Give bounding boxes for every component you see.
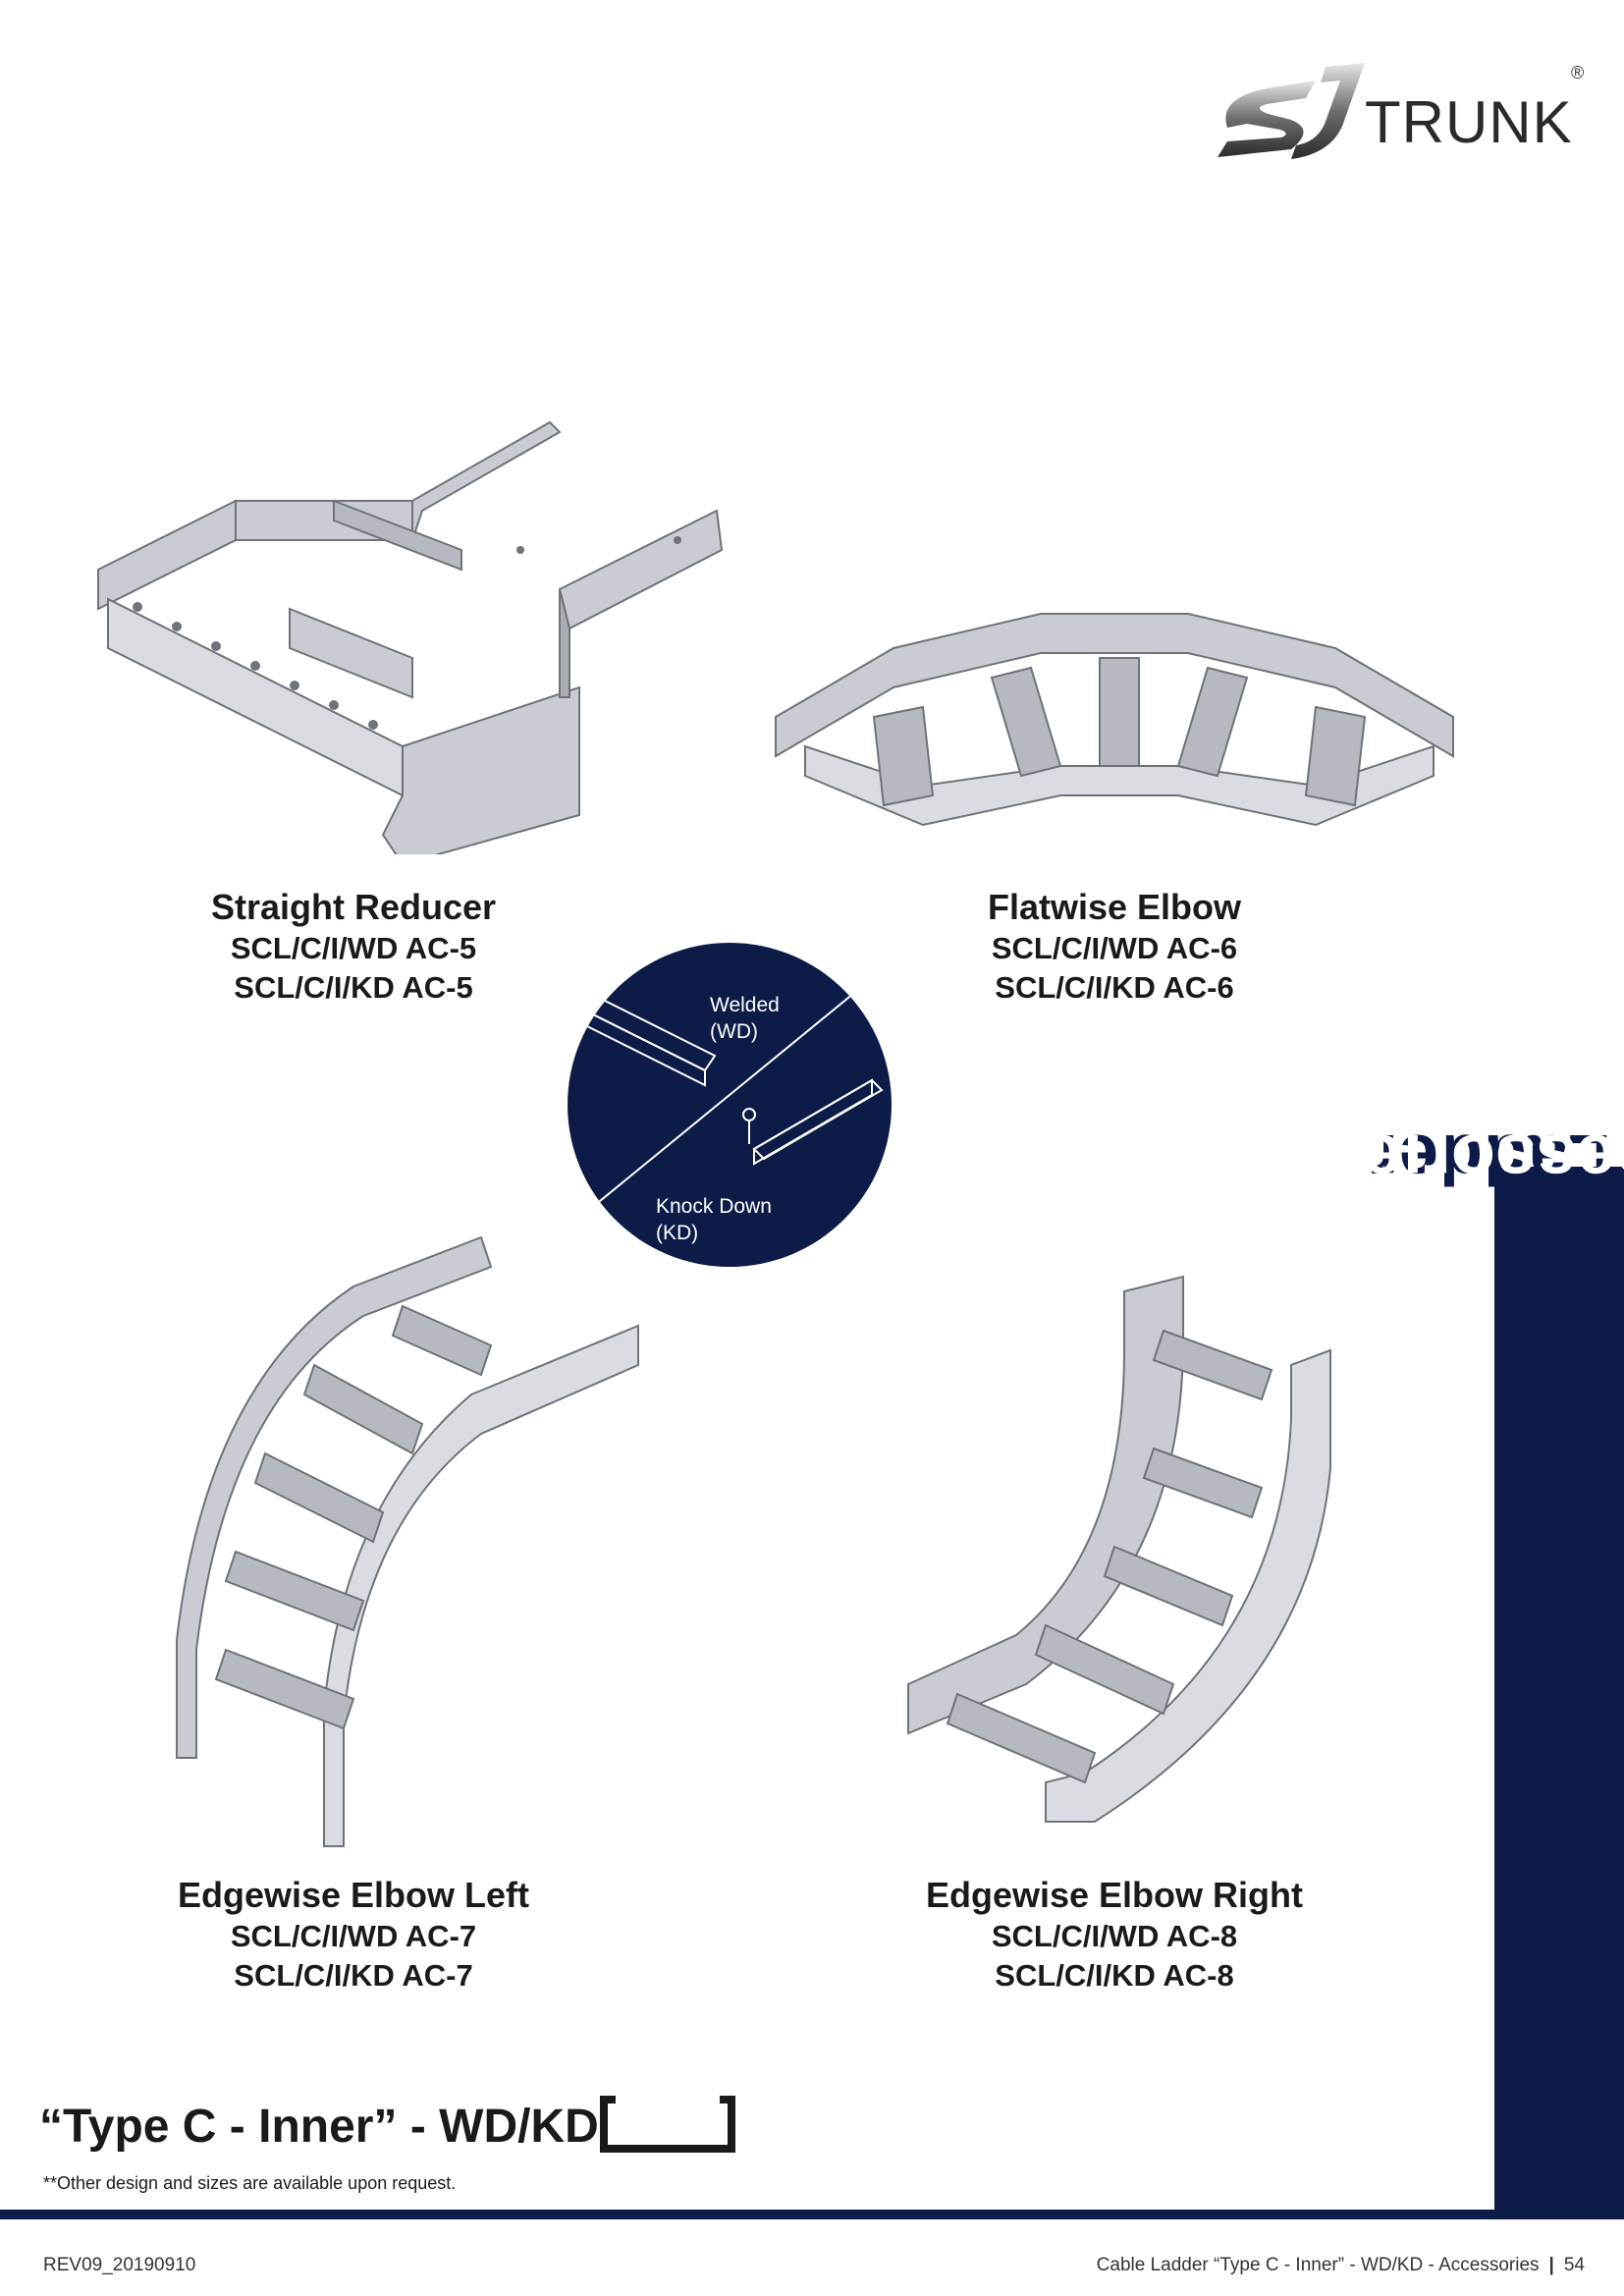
brand-logo: TRUNK ® bbox=[1198, 59, 1591, 177]
footer-bar bbox=[0, 2210, 1624, 2219]
knock-down-label: Knock Down (KD) bbox=[656, 1193, 772, 1246]
product-name: Edgewise Elbow Right bbox=[925, 1875, 1304, 1915]
knock-down-label-line1: Knock Down bbox=[656, 1195, 772, 1218]
footer-separator: | bbox=[1548, 2255, 1554, 2275]
sj-logo-mark-icon bbox=[1218, 63, 1365, 159]
type-title: “Type C - Inner” - WD/KD bbox=[39, 2101, 599, 2153]
edgewise-elbow-right-illustration bbox=[907, 1275, 1331, 1823]
rung-detail-icon bbox=[568, 961, 892, 1229]
product-name: Flatwise Elbow bbox=[987, 887, 1242, 927]
product-code-kd: SCL/C/I/KD AC-7 bbox=[234, 1958, 473, 1993]
product-code-kd: SCL/C/I/KD AC-6 bbox=[995, 970, 1234, 1005]
product-code-wd: SCL/C/I/WD AC-5 bbox=[230, 931, 477, 965]
product-code-wd: SCL/C/I/WD AC-7 bbox=[230, 1919, 477, 1953]
footnote: **Other design and sizes are available u… bbox=[43, 2173, 457, 2193]
registered-mark: ® bbox=[1571, 63, 1585, 82]
edgewise-elbow-left-illustration bbox=[176, 1235, 639, 1847]
knock-down-label-line2: (KD) bbox=[656, 1222, 699, 1244]
welded-label-line1: Welded bbox=[710, 994, 780, 1016]
footer-section-title: Cable Ladder “Type C - Inner” - WD/KD - … bbox=[1096, 2255, 1540, 2275]
product-name: Straight Reducer bbox=[210, 887, 497, 927]
product-name: Edgewise Elbow Left bbox=[177, 1875, 530, 1915]
product-code-kd: SCL/C/I/KD AC-8 bbox=[995, 1958, 1234, 1993]
product-caption-straight-reducer: Straight Reducer SCL/C/I/WD AC-5 SCL/C/I… bbox=[157, 886, 550, 1008]
product-code-wd: SCL/C/I/WD AC-8 bbox=[991, 1919, 1238, 1953]
page-number: 54 bbox=[1563, 2255, 1585, 2275]
footer-section: Cable Ladder “Type C - Inner” - WD/KD - … bbox=[1097, 2255, 1585, 2276]
product-caption-edgewise-elbow-right: Edgewise Elbow Right SCL/C/I/WD AC-8 SCL… bbox=[879, 1874, 1350, 1995]
c-channel-profile-icon bbox=[600, 2096, 735, 2153]
brand-name: TRUNK bbox=[1365, 89, 1573, 155]
product-code-kd: SCL/C/I/KD AC-5 bbox=[234, 970, 473, 1005]
product-caption-edgewise-elbow-left: Edgewise Elbow Left SCL/C/I/WD AC-7 SCL/… bbox=[118, 1874, 589, 1995]
product-code-wd: SCL/C/I/WD AC-6 bbox=[991, 931, 1238, 965]
welded-label: Welded (WD) bbox=[710, 992, 780, 1045]
product-caption-flatwise-elbow: Flatwise Elbow SCL/C/I/WD AC-6 SCL/C/I/K… bbox=[918, 886, 1311, 1008]
revision-code: REV09_20190910 bbox=[43, 2255, 196, 2275]
flatwise-elbow-illustration bbox=[775, 613, 1454, 827]
side-tab-part2: Accessories bbox=[1321, 1120, 1624, 1198]
side-tab-background bbox=[1494, 1167, 1624, 2210]
side-tab-title: Cable Ladder Accessories bbox=[1322, 678, 1624, 1640]
straight-reducer-illustration bbox=[97, 420, 724, 854]
welded-label-line2: (WD) bbox=[710, 1020, 758, 1043]
wd-kd-detail-circle: Welded (WD) Knock Down (KD) bbox=[568, 943, 892, 1267]
